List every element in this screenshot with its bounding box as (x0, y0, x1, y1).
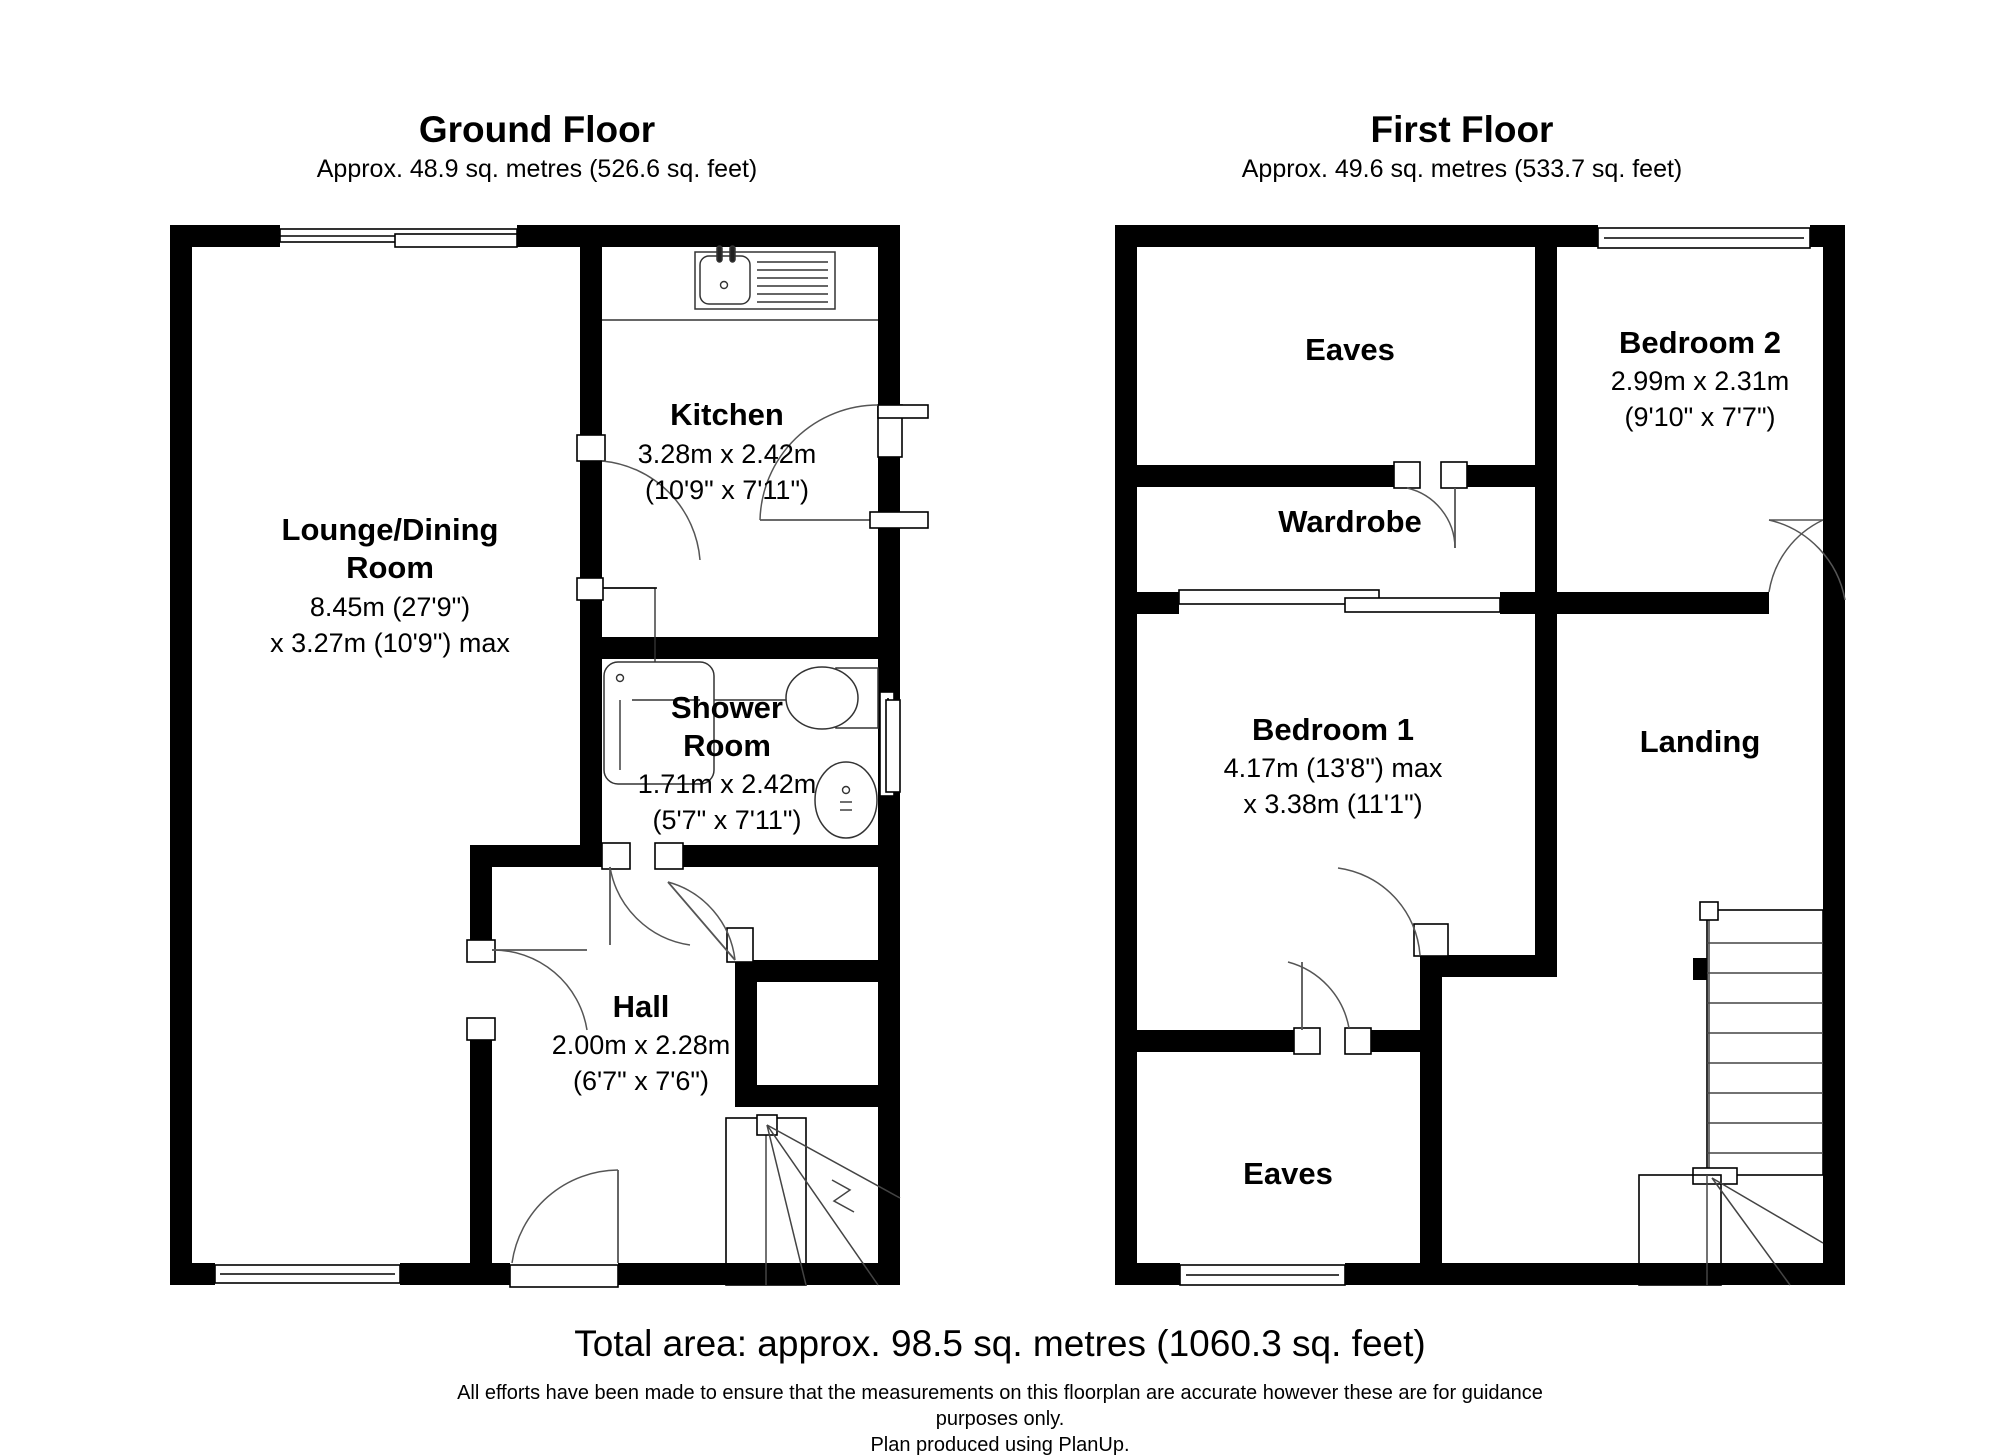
first-floor-subtitle: Approx. 49.6 sq. metres (533.7 sq. feet) (1242, 155, 1683, 183)
wall-gf-hall-top-left (470, 845, 602, 867)
wardrobe-label: Wardrobe (1278, 504, 1422, 539)
window-gf-top (279, 228, 518, 248)
shower-room-fixtures (603, 661, 879, 839)
wall-ff-landing-top (1557, 592, 1769, 614)
shower-dim-line2: (5'7" x 7'11") (652, 805, 801, 835)
first-floor-plan: Eaves Bedroom 2 2.99m x 2.31m (9'10" x 7… (1115, 225, 1846, 1286)
door-landing-bed2 (1768, 519, 1846, 601)
window-gf-bottom-lounge (214, 1264, 401, 1284)
kitchen-counter (602, 245, 878, 321)
shower-dim-line1: 1.71m x 2.42m (638, 769, 817, 799)
wall-gf-top-left (170, 225, 280, 247)
wall-ff-wardrobe-bottom-left (1137, 592, 1179, 614)
bedroom1-dim-line2: x 3.38m (11'1") (1243, 789, 1422, 819)
ground-floor-subtitle: Approx. 48.9 sq. metres (526.6 sq. feet) (317, 155, 758, 183)
wall-gf-hall-left-lower (470, 1030, 492, 1285)
wall-gf-kitchen-bottom (580, 637, 900, 659)
kitchen-name: Kitchen (670, 397, 784, 432)
wall-ff-lower-eaves-top-left (1137, 1030, 1302, 1052)
lower-eaves-label: Eaves (1243, 1156, 1333, 1191)
wall-ff-bottom-right (1345, 1263, 1845, 1285)
wall-gf-cupboard-top (735, 960, 900, 982)
wall-gf-cupboard-bottom (735, 1085, 900, 1107)
wall-ff-left (1115, 225, 1137, 1285)
wall-ff-bottom-left (1115, 1263, 1180, 1285)
disclaimer-line-1: All efforts have been made to ensure tha… (457, 1382, 1543, 1404)
disclaimer-line-2: purposes only. (936, 1408, 1065, 1430)
bedroom1-dim-line1: 4.17m (13'8") max (1224, 753, 1443, 783)
front-door-gf (509, 1169, 619, 1288)
wall-gf-shower-bottom (670, 845, 900, 867)
wall-ff-wardrobe-top-left (1137, 465, 1399, 487)
wall-ff-bed1-right-jog (1420, 955, 1557, 977)
door-hall-cupboard (667, 881, 754, 963)
wardrobe-doors (1393, 461, 1468, 549)
room-label-bedroom-1: Bedroom 1 4.17m (13'8") max x 3.38m (11'… (1224, 712, 1443, 819)
back-door-kitchen (759, 404, 929, 529)
wall-ff-wardrobe-bottom-right (1500, 592, 1557, 614)
bedroom2-dim-line2: (9'10" x 7'7") (1624, 402, 1775, 432)
door-lounge-hall (466, 939, 588, 1041)
disclaimer-line-3: Plan produced using PlanUp. (870, 1434, 1129, 1455)
newel-post (1693, 958, 1707, 980)
lounge-dim-line1: 8.45m (27'9") (310, 592, 470, 622)
window-gf-shower (879, 691, 901, 797)
hall-dim-line1: 2.00m x 2.28m (552, 1030, 731, 1060)
wardrobe-opening (1178, 589, 1501, 613)
wall-gf-hall-left-upper (470, 845, 492, 950)
wall-ff-right (1823, 225, 1845, 1285)
first-floor-title: First Floor (1371, 109, 1554, 150)
door-hall-shower (601, 842, 691, 946)
landing-label: Landing (1640, 724, 1761, 759)
ground-floor-plan: Lounge/Dining Room 8.45m (27'9") x 3.27m… (170, 225, 929, 1288)
bedroom2-name: Bedroom 2 (1619, 325, 1781, 360)
shower-name-line2: Room (683, 728, 771, 763)
door-bed1-lower-eaves (1287, 961, 1372, 1055)
wall-gf-right-lower (878, 455, 900, 1285)
wall-gf-right-upper (878, 225, 900, 405)
lounge-name-line2: Room (346, 550, 434, 585)
wall-ff-center-upper (1535, 247, 1557, 567)
upper-eaves-label: Eaves (1305, 332, 1395, 367)
wall-ff-center-lower (1535, 747, 1557, 977)
wall-gf-top-right (517, 225, 900, 247)
wall-ff-top-left (1115, 225, 1598, 247)
bedroom2-dim-line1: 2.99m x 2.31m (1611, 366, 1790, 396)
hall-name: Hall (613, 989, 670, 1024)
door-landing-bed1 (1337, 867, 1449, 957)
hall-dim-line2: (6'7" x 7'6") (573, 1066, 709, 1096)
wall-gf-shower-left (580, 637, 602, 847)
room-label-kitchen: Kitchen 3.28m x 2.42m (10'9" x 7'11") (638, 397, 817, 505)
ground-floor-title: Ground Floor (419, 109, 655, 150)
wall-gf-left (170, 225, 192, 1285)
wall-gf-bottom-mid (400, 1263, 510, 1285)
kitchen-hatch (576, 577, 657, 601)
wall-gf-bottom-left (170, 1263, 215, 1285)
shower-name-line1: Shower (671, 690, 783, 725)
lounge-name-line1: Lounge/Dining (282, 512, 499, 547)
wall-gf-bottom-right (618, 1263, 900, 1285)
kitchen-dim-line1: 3.28m x 2.42m (638, 439, 817, 469)
window-ff-bottom-eaves (1179, 1264, 1346, 1286)
lounge-dim-line2: x 3.27m (10'9") max (270, 628, 510, 658)
window-ff-top-bed2 (1597, 227, 1811, 249)
staircase-ff (1638, 901, 1824, 1286)
kitchen-dim-line2: (10'9" x 7'11") (645, 475, 809, 505)
wall-ff-wardrobe-top-right (1447, 465, 1557, 487)
bedroom1-name: Bedroom 1 (1252, 712, 1414, 747)
door-lounge-kitchen (576, 434, 701, 561)
room-label-bedroom-2: Bedroom 2 2.99m x 2.31m (9'10" x 7'7") (1611, 325, 1790, 432)
wall-ff-bed1-right (1420, 955, 1442, 1285)
room-label-lounge-dining: Lounge/Dining Room 8.45m (27'9") x 3.27m… (270, 512, 510, 658)
wall-gf-cupboard-left (735, 960, 757, 1105)
staircase-gf (725, 1114, 901, 1286)
room-label-shower-room: Shower Room 1.71m x 2.42m (5'7" x 7'11") (638, 690, 817, 835)
total-area-text: Total area: approx. 98.5 sq. metres (106… (574, 1323, 1425, 1364)
room-label-hall: Hall 2.00m x 2.28m (6'7" x 7'6") (552, 989, 731, 1096)
